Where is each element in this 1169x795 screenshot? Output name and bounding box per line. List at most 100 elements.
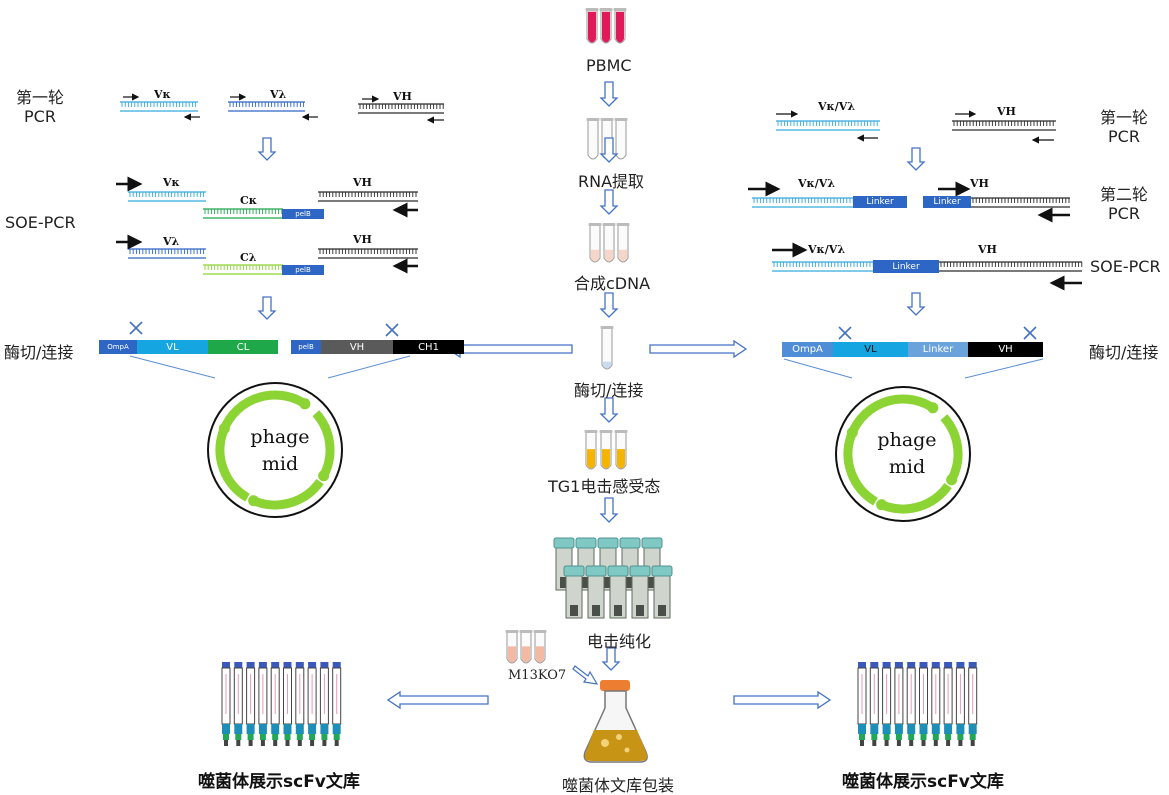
library-tube-cap: [968, 662, 977, 668]
arrow-left-icon: [386, 690, 489, 710]
library-tube-tip: [310, 740, 315, 746]
library-tube-base: [945, 734, 952, 740]
tube-rim: [505, 630, 519, 633]
arrow-down-icon: [599, 292, 619, 318]
library-tube-cap: [283, 662, 292, 668]
cross-mark-icon: [129, 321, 143, 335]
left-vector-cl: CL: [208, 340, 278, 354]
library-tube-band: [944, 724, 953, 734]
library-tube-base: [235, 734, 242, 740]
library-tube-tip: [236, 740, 241, 746]
plasmid-gene-arc: [312, 410, 335, 476]
left-soe-vh-label: VH: [353, 176, 372, 189]
library-tube-band: [320, 724, 329, 734]
right-round2-line1: 第二轮: [1099, 185, 1148, 204]
guide-line: [129, 355, 216, 379]
plasmid-arc-head: [218, 423, 230, 435]
arrow-down-icon: [257, 81, 926, 710]
library-tube-base: [309, 734, 316, 740]
cuvette-cap: [607, 565, 629, 577]
right-round2-label: 第二轮 PCR: [1096, 185, 1152, 223]
left-plasmid-line2: mid: [261, 453, 299, 475]
plasmid-ring-icon: [207, 382, 343, 518]
library-tube-cap: [258, 662, 267, 668]
cuvette-electrode: [604, 577, 612, 588]
library-tube-cap: [919, 662, 928, 668]
tube-liquid: [522, 646, 530, 663]
library-tube-tip: [322, 740, 327, 746]
arrow-right-icon: [733, 690, 832, 710]
library-tube-band: [882, 724, 891, 734]
arrow-down-icon: [906, 147, 926, 171]
arrow-down-icon: [599, 497, 619, 523]
cuvette-cap: [553, 537, 575, 549]
library-tube-band: [907, 724, 916, 734]
library-tube-cap: [246, 662, 255, 668]
test-tube-icon: [587, 119, 599, 160]
right-soe-vkvl-label: Vκ/Vλ: [808, 243, 846, 256]
right-round1-line2: PCR: [1108, 127, 1140, 146]
cuvette-cap: [619, 537, 641, 549]
pbmc-label: PBMC: [586, 56, 632, 75]
plasmid-ring-icon: [207, 382, 971, 522]
library-tube-cap: [894, 662, 903, 668]
library-tube-tip: [260, 740, 265, 746]
library-tube-band: [919, 724, 928, 734]
tube-rim: [584, 430, 598, 433]
cuvette-cap: [641, 537, 663, 549]
rna-extraction-label: RNA提取: [578, 172, 645, 191]
tube-rim: [586, 118, 600, 121]
library-tube-base: [321, 734, 328, 740]
left-library-title: 噬菌体展示scFv文库: [198, 772, 360, 792]
tube-rim: [600, 118, 614, 121]
plasmid-gene-arc: [254, 478, 324, 510]
cuvette-rack-icon: [553, 537, 673, 619]
library-tube-tip: [896, 740, 901, 746]
left-plasmid-label: phage mid: [240, 424, 320, 478]
left-soe-vk-label: Vκ: [163, 176, 180, 189]
test-tube-icon: [505, 8, 630, 664]
library-tube-base: [957, 734, 964, 740]
cross-mark-icon: [385, 323, 399, 337]
library-tube-tip: [933, 740, 938, 746]
right-soe-vh-label: VH: [978, 243, 997, 256]
library-tube-cap: [271, 662, 280, 668]
library-tube-cap: [858, 662, 866, 668]
library-tube-base: [920, 734, 927, 740]
library-tube-cap: [944, 662, 953, 668]
library-tube-band: [870, 724, 879, 734]
library-tube-base: [284, 734, 291, 740]
library-tube-tip: [224, 740, 228, 746]
cuvette-electrode: [560, 577, 568, 588]
tube-rim: [614, 118, 628, 121]
cuvette-cap: [563, 565, 585, 577]
library-tube-cap: [308, 662, 317, 668]
dna-strand-icon: [116, 93, 1083, 291]
left-vh-label: VH: [393, 90, 412, 103]
tube-liquid: [616, 11, 624, 43]
test-tube-icon: [615, 119, 627, 160]
electroporation-label: 电击纯化: [587, 632, 652, 651]
tube-liquid: [591, 249, 599, 262]
right-vector-vl: VL: [833, 342, 908, 357]
tube-liquid: [602, 11, 610, 43]
tube-rim: [616, 223, 630, 226]
tube-rim: [599, 430, 613, 433]
library-tube-tip: [921, 740, 926, 746]
cuvette-cap: [629, 565, 651, 577]
right-vkvl-label: Vκ/Vλ: [818, 100, 856, 113]
right-plasmid-line1: phage: [877, 429, 937, 451]
library-tube-band: [271, 724, 280, 734]
library-tube-tip: [958, 740, 963, 746]
library-tube-base: [859, 734, 865, 740]
library-tube-band: [931, 724, 940, 734]
arrow-down-icon: [599, 397, 619, 423]
left-vector-ch1: CH1: [393, 340, 464, 354]
plasmid-gene-arc: [882, 482, 952, 514]
right-round1-line1: 第一轮: [1099, 108, 1148, 127]
cuvette-cap: [575, 537, 597, 549]
tube-rim: [588, 223, 602, 226]
library-tube-band: [246, 724, 255, 734]
left-round1-label: 第一轮 PCR: [12, 88, 68, 126]
left-pelb-tag-2: pelB: [282, 265, 324, 275]
